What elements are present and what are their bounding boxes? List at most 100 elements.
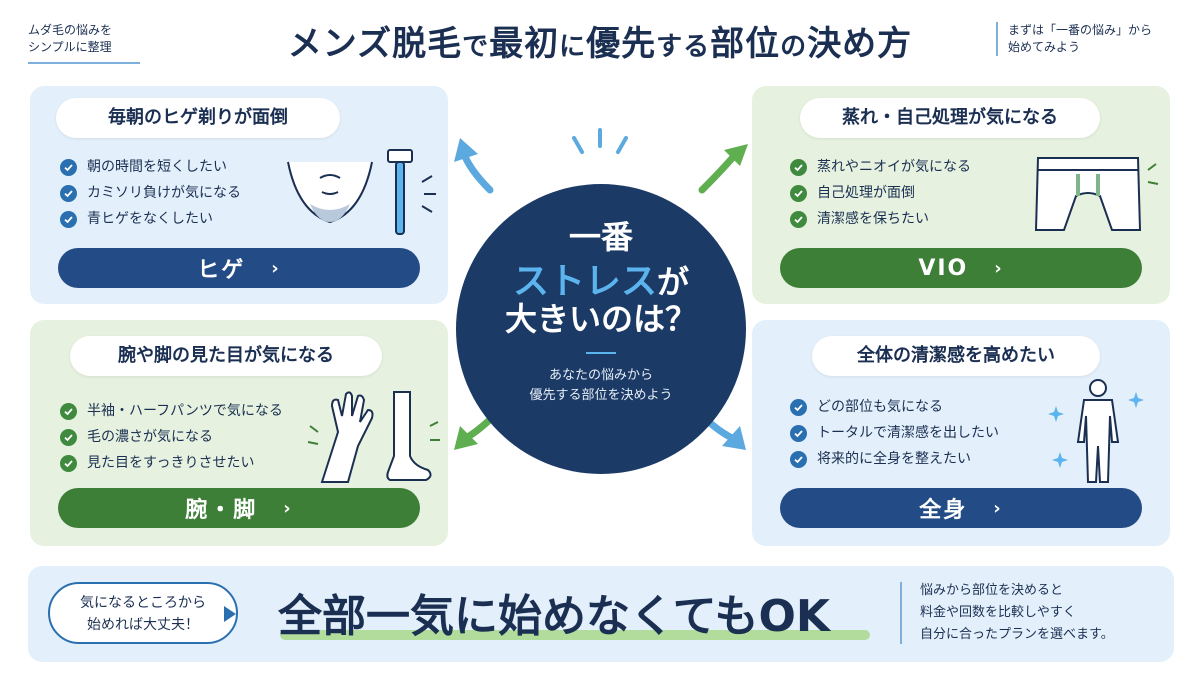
banner-divider xyxy=(900,582,902,644)
banner-right-line3: 自分に合ったプランを選べます。 xyxy=(920,627,1114,642)
card-full-body-checklist: どの部位も気になる トータルで清潔感を出したい 将来的に全身を整えたい xyxy=(790,394,999,472)
check-icon xyxy=(790,184,807,202)
check-icon xyxy=(790,158,807,176)
banner-headline: 全部一気に始めなくてもOK xyxy=(278,591,830,642)
list-item-text: 見た目をすっきりさせたい xyxy=(87,455,255,471)
check-icon xyxy=(60,158,77,176)
speech-bubble: 気になるところから 始めれば大丈夫！ xyxy=(48,582,238,644)
list-item: 毛の濃さが気になる xyxy=(60,424,283,450)
card-arms-legs-checklist: 半袖・ハーフパンツで気になる 毛の濃さが気になる 見た目をすっきりさせたい xyxy=(60,398,283,476)
list-item-text: トータルで清潔感を出したい xyxy=(817,425,999,441)
beard-button-label: ヒゲ xyxy=(197,258,246,283)
list-item: 青ヒゲをなくしたい xyxy=(60,206,241,232)
list-item: 蒸れやニオイが気になる xyxy=(790,154,971,180)
center-sub-line2: 優先する部位を決めよう xyxy=(529,388,673,403)
list-item-text: カミソリ負けが気になる xyxy=(87,185,241,201)
title-part: で xyxy=(462,32,490,62)
card-arms-legs-title: 腕や脚の見た目が気になる xyxy=(70,336,382,376)
arrow-top-left-icon xyxy=(454,138,494,194)
underwear-icon xyxy=(1034,157,1159,231)
bottom-banner: 気になるところから 始めれば大丈夫！ 全部一気に始めなくてもOK 悩みから部位を… xyxy=(28,566,1174,662)
list-item: 清潔感を保ちたい xyxy=(790,206,971,232)
title-part: 決め方 xyxy=(807,24,913,64)
card-vio-title: 蒸れ・自己処理が気になる xyxy=(800,98,1100,138)
full-body-button[interactable]: 全身 › xyxy=(780,488,1142,528)
card-beard-checklist: 朝の時間を短くしたい カミソリ負けが気になる 青ヒゲをなくしたい xyxy=(60,154,241,232)
check-icon xyxy=(60,184,77,202)
list-item: 朝の時間を短くしたい xyxy=(60,154,241,180)
title-part: 部位 xyxy=(710,24,781,64)
header-left-note: ムダ毛の悩みを シンプルに整理 xyxy=(28,22,140,64)
title-part: に xyxy=(559,32,587,62)
check-icon xyxy=(790,210,807,228)
center-divider xyxy=(586,352,616,354)
center-line2-rest: が xyxy=(657,263,690,301)
list-item: 自己処理が面倒 xyxy=(790,180,971,206)
center-question: 一番 ストレスが 大きいのは？ あなたの悩みから 優先する部位を決めよう xyxy=(456,184,746,474)
list-item-text: 自己処理が面倒 xyxy=(817,185,915,201)
list-item-text: どの部位も気になる xyxy=(817,399,943,415)
vio-button[interactable]: VIO › xyxy=(780,248,1142,288)
bubble-line1: 気になるところから xyxy=(80,595,206,611)
list-item: 将来的に全身を整えたい xyxy=(790,446,999,472)
check-icon xyxy=(790,450,807,468)
check-icon xyxy=(790,424,807,442)
card-full-body-title: 全体の清潔感を高めたい xyxy=(812,336,1100,376)
center-line3: 大きいのは？ xyxy=(504,300,697,338)
title-part: 最初 xyxy=(489,24,560,64)
chevron-right-icon: › xyxy=(283,497,293,519)
banner-right-line1: 悩みから部位を決めると xyxy=(920,583,1064,598)
vio-button-label: VIO xyxy=(918,255,969,281)
banner-right-line2: 料金や回数を比較しやすく xyxy=(920,605,1076,620)
card-vio: 蒸れ・自己処理が気になる 蒸れやニオイが気になる 自己処理が面倒 清潔感を保ちた… xyxy=(752,86,1170,304)
check-icon xyxy=(60,210,77,228)
chevron-right-icon: › xyxy=(271,257,281,279)
check-icon xyxy=(60,402,77,420)
center-line1: 一番 xyxy=(568,218,633,256)
title-part: 優先 xyxy=(586,24,657,64)
spark-lines-icon xyxy=(572,128,628,154)
beard-button[interactable]: ヒゲ › xyxy=(58,248,420,288)
chevron-right-icon: › xyxy=(993,497,1003,519)
direction-arrows xyxy=(454,128,748,450)
card-beard: 毎朝のヒゲ剃りが面倒 朝の時間を短くしたい カミソリ負けが気になる 青ヒゲをなく… xyxy=(30,86,448,304)
card-arms-legs: 腕や脚の見た目が気になる 半袖・ハーフパンツで気になる 毛の濃さが気になる 見た… xyxy=(30,320,448,546)
chevron-right-icon: › xyxy=(994,257,1004,279)
list-item: 半袖・ハーフパンツで気になる xyxy=(60,398,283,424)
bubble-line2: 始めれば大丈夫！ xyxy=(87,617,199,633)
card-beard-title: 毎朝のヒゲ剃りが面倒 xyxy=(56,98,340,138)
page-title: メンズ脱毛で最初に優先する部位の決め方 xyxy=(150,16,1050,65)
card-full-body: 全体の清潔感を高めたい どの部位も気になる トータルで清潔感を出したい 将来的に… xyxy=(752,320,1170,546)
title-part: する xyxy=(656,32,711,62)
title-part: の xyxy=(780,32,808,62)
arm-leg-icon xyxy=(307,391,440,483)
arrow-top-right-icon xyxy=(698,144,748,194)
check-icon xyxy=(60,454,77,472)
center-subtext: あなたの悩みから 優先する部位を決めよう xyxy=(456,366,746,406)
banner-right-note: 悩みから部位を決めると 料金や回数を比較しやすく 自分に合ったプランを選べます。 xyxy=(920,580,1114,646)
full-body-button-label: 全身 xyxy=(919,498,968,523)
list-item-text: 半袖・ハーフパンツで気になる xyxy=(87,403,283,419)
list-item-text: 清潔感を保ちたい xyxy=(817,211,929,227)
headline-underline xyxy=(280,630,870,640)
arms-legs-button[interactable]: 腕・脚 › xyxy=(58,488,420,528)
center-line2: ストレスが xyxy=(456,252,746,304)
list-item-text: 蒸れやニオイが気になる xyxy=(817,159,971,175)
body-silhouette-icon xyxy=(1048,379,1144,483)
header-left-note-line1: ムダ毛の悩みを xyxy=(28,23,113,37)
list-item: 見た目をすっきりさせたい xyxy=(60,450,283,476)
title-part: メンズ脱毛 xyxy=(287,24,463,64)
header-right-note-line1: まずは「一番の悩み」から xyxy=(1008,23,1153,37)
center-sub-line1: あなたの悩みから xyxy=(548,368,653,383)
card-vio-checklist: 蒸れやニオイが気になる 自己処理が面倒 清潔感を保ちたい xyxy=(790,154,971,232)
header-left-note-line2: シンプルに整理 xyxy=(28,40,112,54)
check-icon xyxy=(60,428,77,446)
list-item-text: 青ヒゲをなくしたい xyxy=(87,211,213,227)
bubble-tail xyxy=(224,606,236,622)
header-right-note-line2: 始めてみよう xyxy=(1008,40,1081,54)
center-highlight: ストレス xyxy=(512,261,657,302)
list-item: トータルで清潔感を出したい xyxy=(790,420,999,446)
list-item: どの部位も気になる xyxy=(790,394,999,420)
arms-legs-button-label: 腕・脚 xyxy=(185,498,258,523)
header-right-note: まずは「一番の悩み」から 始めてみよう xyxy=(996,22,1186,56)
